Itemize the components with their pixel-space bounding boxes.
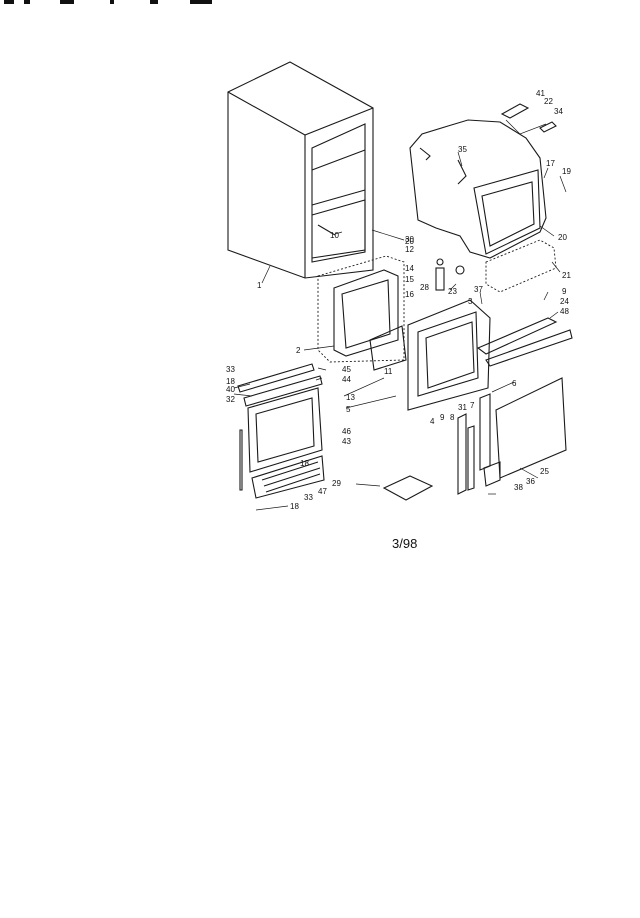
top-trim xyxy=(237,363,315,393)
callout-9b: 9 xyxy=(562,287,567,296)
leader-lines xyxy=(233,151,567,511)
fittings xyxy=(435,258,465,291)
callout-21: 21 xyxy=(562,271,571,280)
callout-2: 2 xyxy=(296,346,301,355)
callout-20b: 20 xyxy=(405,237,414,246)
hinge-pin xyxy=(239,429,243,491)
callout-37: 37 xyxy=(474,285,483,294)
top-hardware xyxy=(500,103,557,135)
callout-16: 16 xyxy=(405,290,414,299)
callout-23: 23 xyxy=(448,287,457,296)
callout-45: 45 xyxy=(342,365,351,374)
callout-7: 7 xyxy=(470,401,475,410)
door-liner-frame xyxy=(407,299,491,411)
callout-38: 38 xyxy=(514,483,523,492)
callout-18c: 18 xyxy=(300,459,309,468)
page-number: 3/98 xyxy=(392,536,418,551)
callout-40: 40 xyxy=(226,385,235,394)
callout-36: 36 xyxy=(526,477,535,486)
callout-6: 6 xyxy=(512,379,517,388)
callout-41: 41 xyxy=(536,89,545,98)
callout-25: 25 xyxy=(540,467,549,476)
callout-32: 32 xyxy=(226,395,235,404)
callout-24: 24 xyxy=(560,297,569,306)
callout-34: 34 xyxy=(554,107,563,116)
callout-29: 29 xyxy=(332,479,341,488)
callout-17: 17 xyxy=(546,159,555,168)
callout-30: 30 xyxy=(405,235,414,244)
callout-47: 47 xyxy=(318,487,327,496)
divider-plate xyxy=(369,325,407,371)
callout-18a: 18 xyxy=(226,377,235,386)
drain-pan xyxy=(382,475,434,501)
callout-13: 13 xyxy=(346,393,355,402)
callout-4: 4 xyxy=(430,417,435,426)
vertical-brackets xyxy=(457,393,491,495)
liner xyxy=(409,119,547,259)
grille xyxy=(251,455,325,499)
door-panel xyxy=(243,375,323,473)
callout-46: 46 xyxy=(342,427,351,436)
callout-44: 44 xyxy=(342,375,351,384)
callout-48: 48 xyxy=(560,307,569,316)
callout-11: 11 xyxy=(384,367,393,376)
callout-8: 8 xyxy=(450,413,455,422)
callout-33a: 33 xyxy=(226,365,235,374)
callout-35: 35 xyxy=(458,145,467,154)
callout-9a: 9 xyxy=(440,413,445,422)
rail-assembly xyxy=(476,317,573,367)
callout-18b: 18 xyxy=(290,502,299,511)
callout-43: 43 xyxy=(342,437,351,446)
callout-5: 5 xyxy=(346,405,351,414)
callout-3: 3 xyxy=(468,297,473,306)
callout-31: 31 xyxy=(458,403,467,412)
callout-1: 1 xyxy=(257,281,262,290)
crisper-panel xyxy=(483,377,567,487)
gasket-frame xyxy=(317,255,405,363)
header-marks xyxy=(0,0,220,6)
callout-labels: 1 2 3 4 5 6 7 8 9 9 10 11 12 13 14 15 16… xyxy=(226,89,571,511)
callout-20a: 20 xyxy=(558,233,567,242)
callout-22: 22 xyxy=(544,97,553,106)
callout-33b: 33 xyxy=(304,493,313,502)
callout-10: 10 xyxy=(330,231,339,240)
cover-dashed xyxy=(485,239,557,293)
callout-12: 12 xyxy=(405,245,414,254)
callout-15: 15 xyxy=(405,275,414,284)
callout-14: 14 xyxy=(405,264,414,273)
callout-28: 28 xyxy=(420,283,429,292)
cabinet xyxy=(227,61,374,279)
callout-19: 19 xyxy=(562,167,571,176)
